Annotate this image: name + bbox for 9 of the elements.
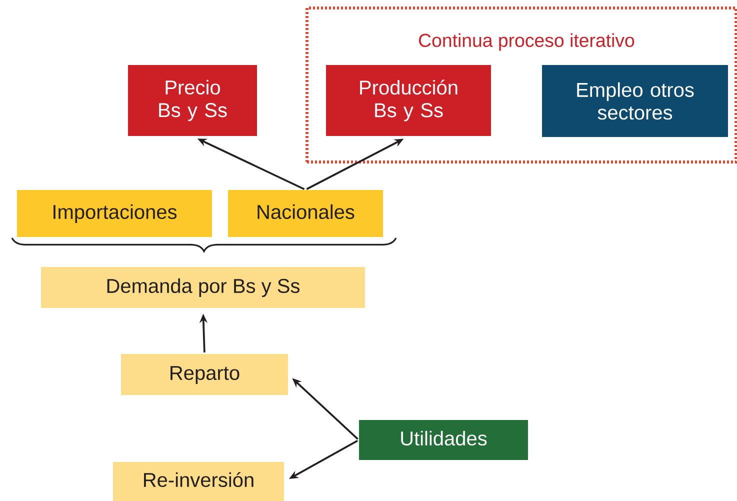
national-box: Nacionales bbox=[228, 190, 383, 237]
employment-box: Empleo otros sectores bbox=[542, 65, 728, 137]
imports-box: Importaciones bbox=[17, 190, 212, 237]
demand-box: Demanda por Bs y Ss bbox=[41, 267, 365, 308]
price-box: Precio Bs y Ss bbox=[128, 65, 257, 136]
reinvestment-box: Re-inversión bbox=[113, 462, 284, 501]
distribution-box: Reparto bbox=[121, 354, 288, 395]
production-box: Producción Bs y Ss bbox=[326, 65, 491, 136]
profits-box: Utilidades bbox=[359, 420, 528, 460]
